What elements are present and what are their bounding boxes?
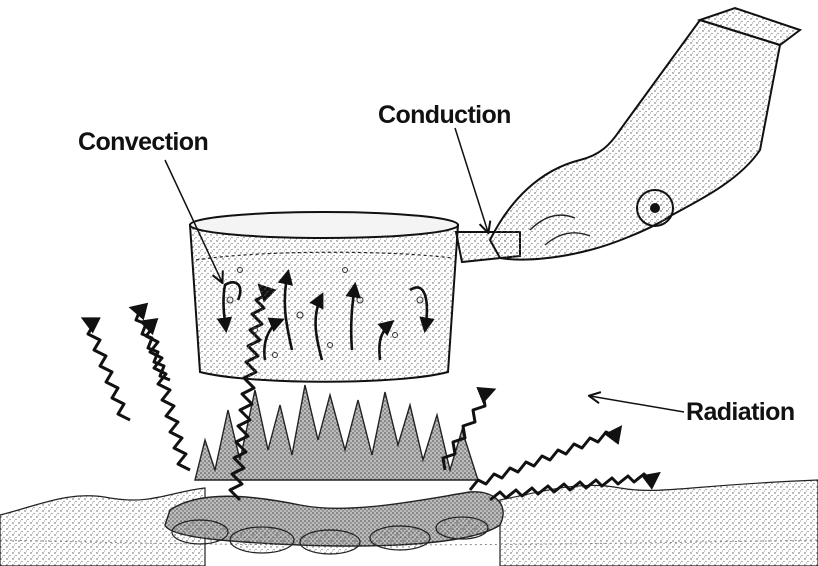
saucepan: [190, 212, 520, 382]
radiation-label: Radiation: [686, 400, 795, 425]
conduction-pointer: [455, 128, 488, 232]
radiation-pointer: [590, 396, 684, 412]
convection-label: Convection: [78, 130, 208, 155]
hand-holding-handle: [490, 8, 800, 260]
conduction-label: Conduction: [378, 103, 511, 128]
ground-right: [500, 480, 818, 566]
campfire: [165, 385, 503, 554]
